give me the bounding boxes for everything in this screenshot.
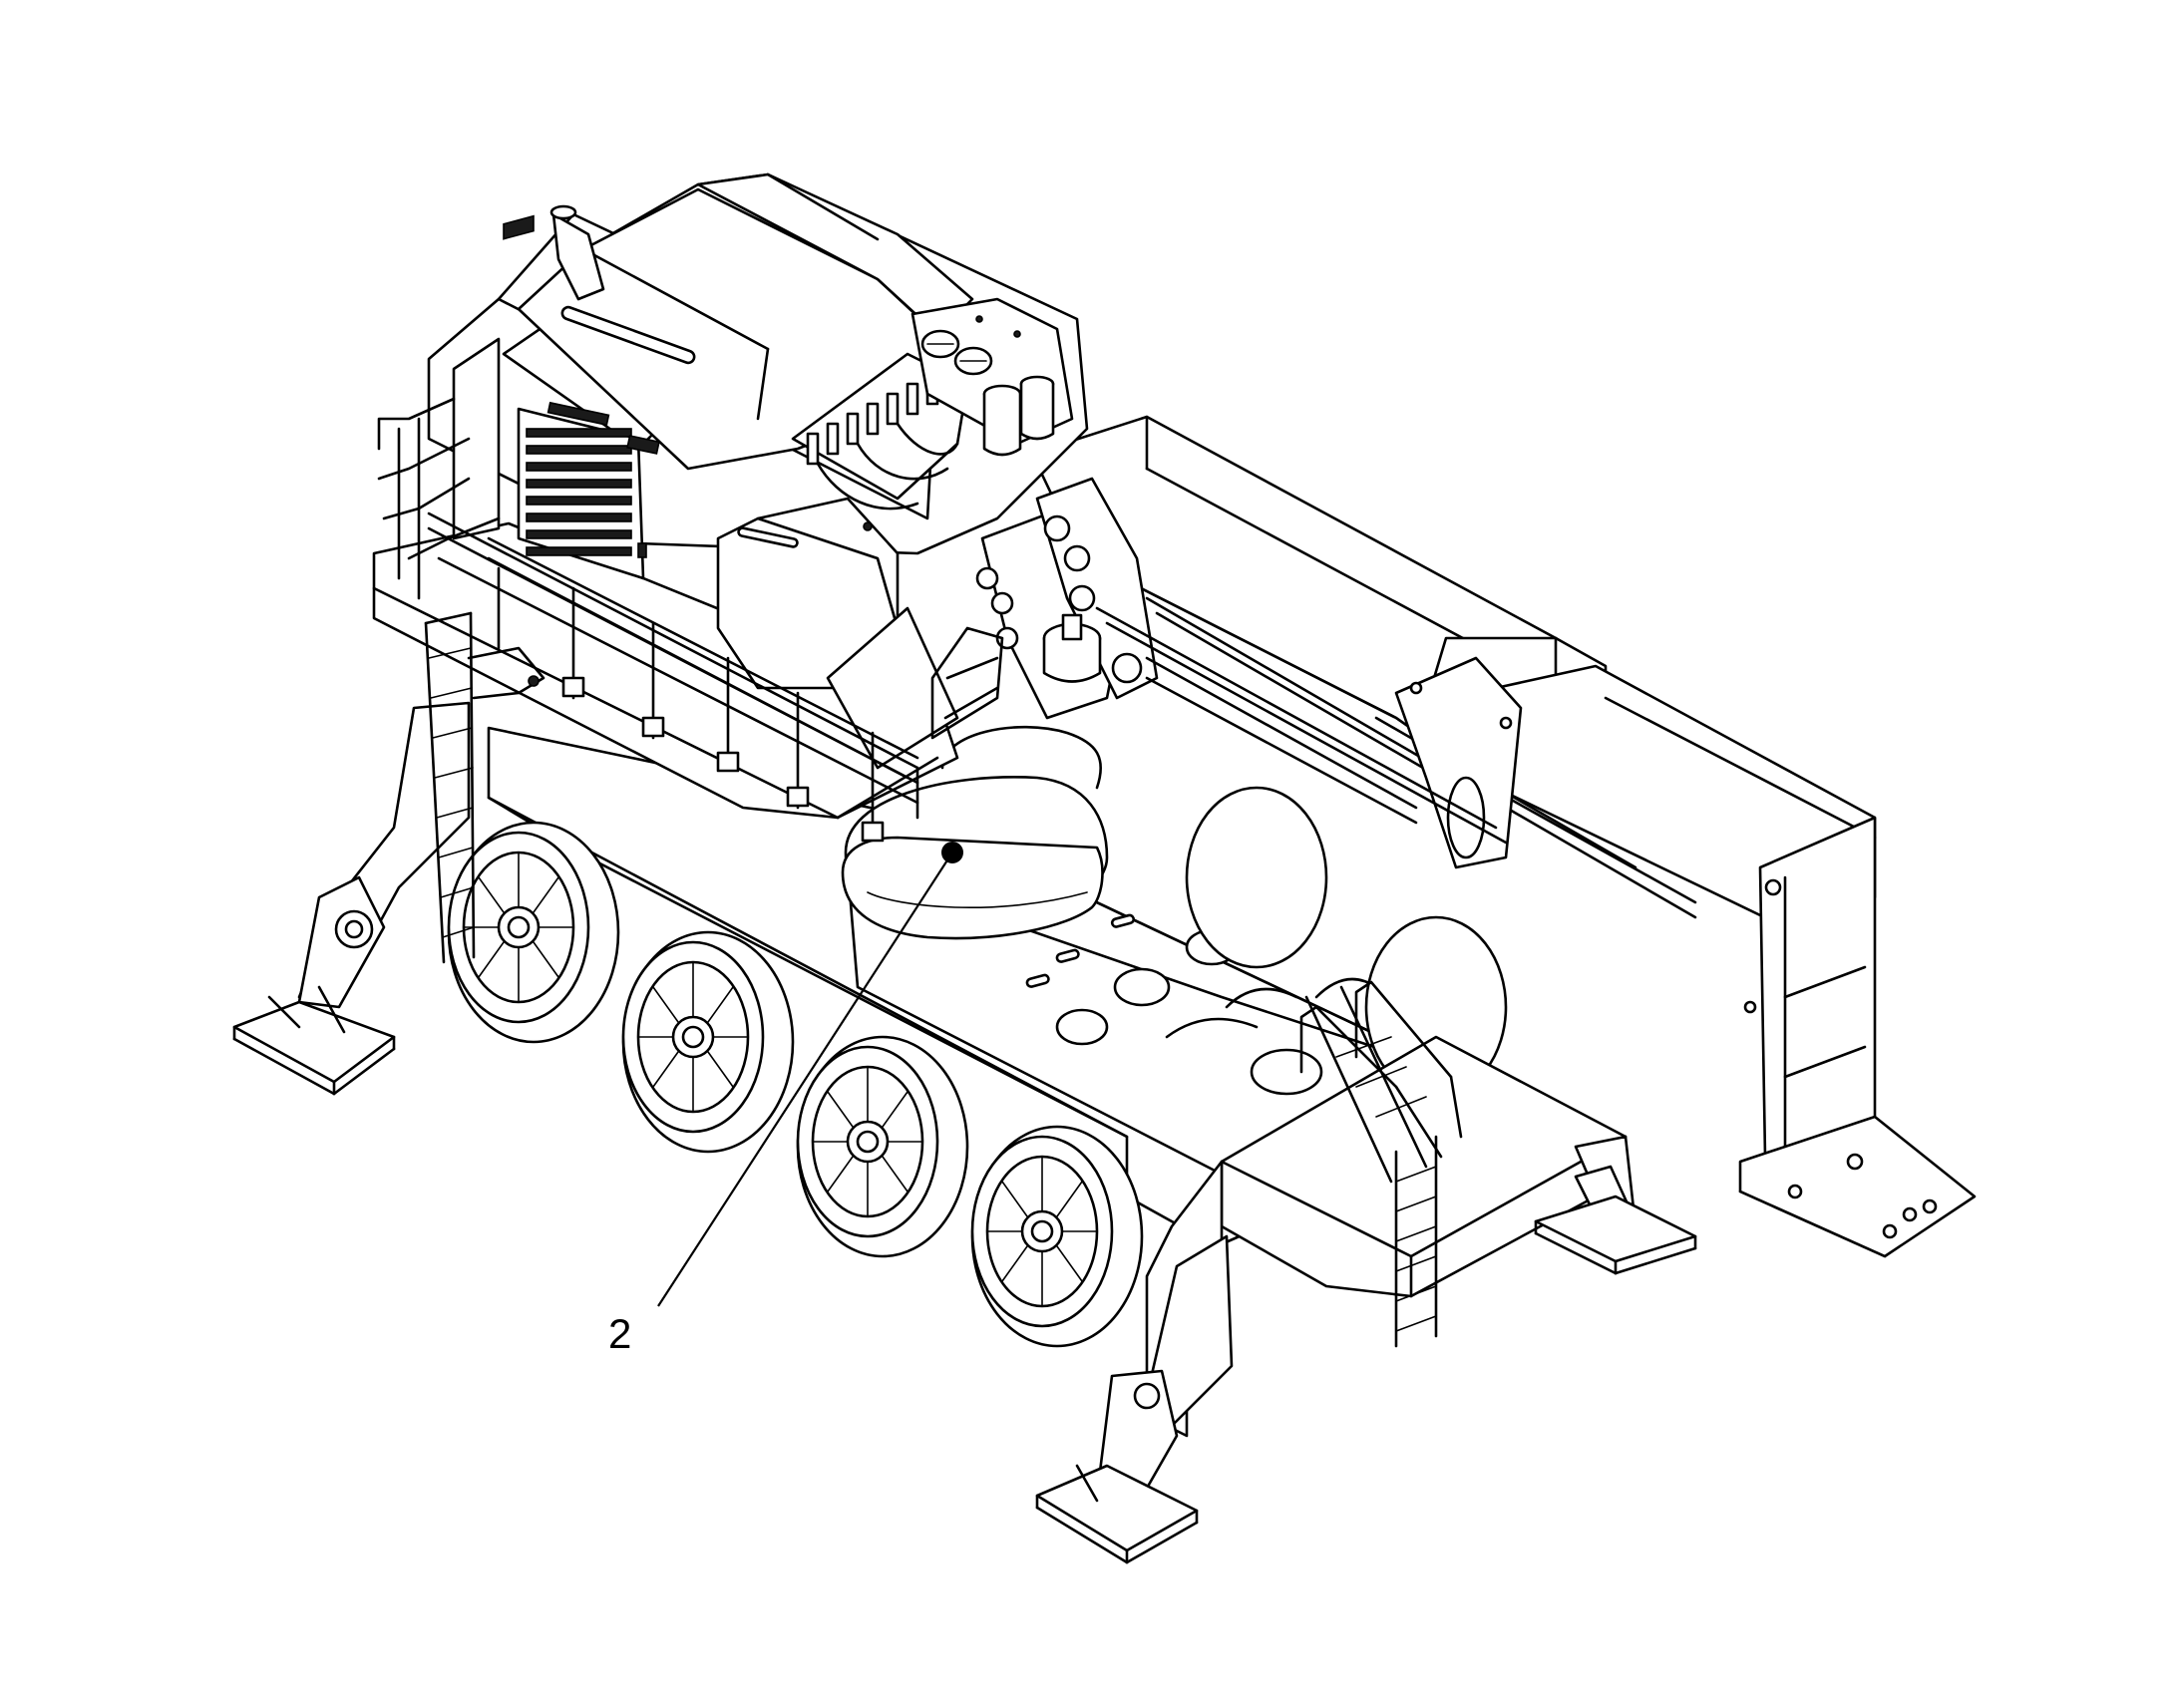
engine-house	[427, 172, 1089, 770]
slewing-ring	[841, 725, 1109, 940]
control-panel	[910, 297, 1074, 457]
callout-label: 2	[608, 1310, 631, 1357]
callout-leader-line	[657, 852, 953, 1307]
boom	[1030, 415, 1977, 1258]
wheel-1	[447, 821, 620, 1044]
radiator-grille	[526, 428, 632, 556]
outriggers	[232, 701, 1697, 1564]
callout-2: 2	[608, 842, 963, 1357]
wheel-3	[796, 1035, 969, 1258]
ladder-rear	[424, 611, 545, 964]
wheels	[447, 786, 1508, 1348]
carrier-frame	[487, 726, 1468, 1248]
outrigger-rear-left	[232, 701, 471, 1096]
handrails	[377, 397, 1004, 843]
wheel-4	[970, 1125, 1144, 1348]
ladder-front	[1299, 980, 1463, 1348]
outrigger-front-right	[1534, 1165, 1697, 1275]
outrigger-front-left	[1035, 1234, 1234, 1564]
boom-pivot	[975, 477, 1508, 845]
wheel-2	[621, 930, 795, 1154]
callout-dot	[941, 842, 963, 863]
